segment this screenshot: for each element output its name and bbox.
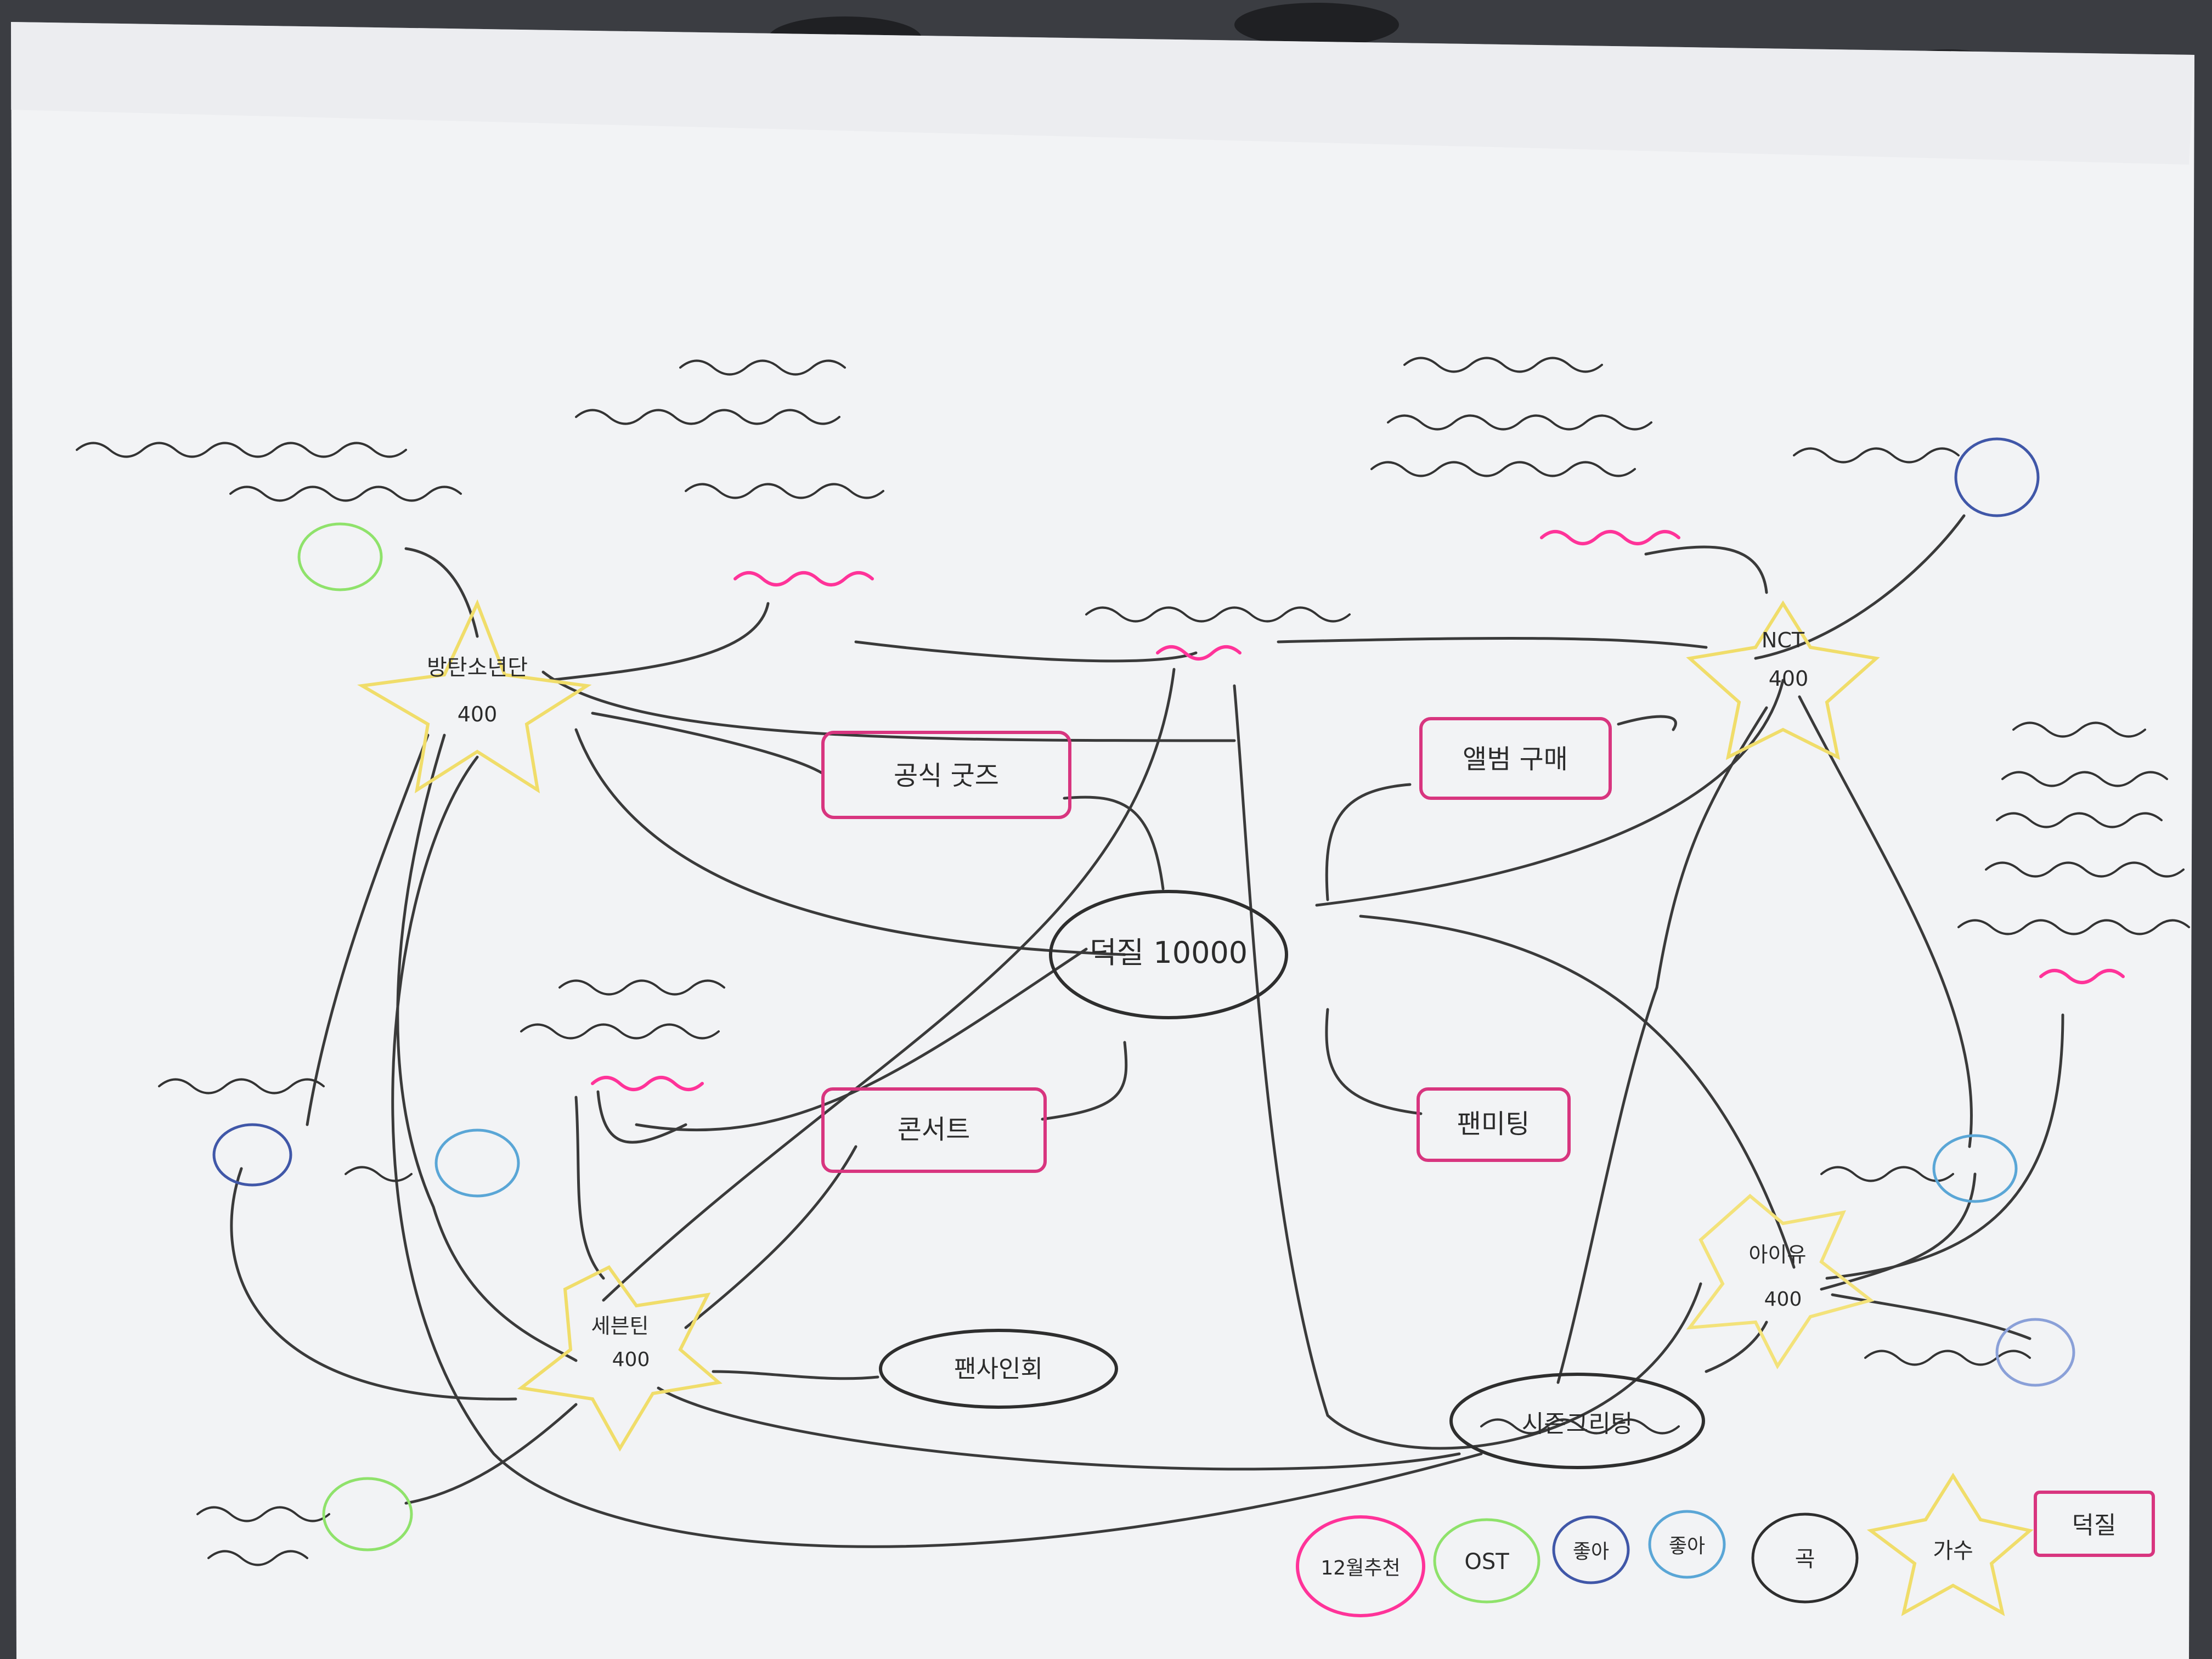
legend-item-singer: 가수 [1866,1472,2034,1616]
star-label-iu: 아이유 [1749,1243,1807,1267]
star-node-seventeen: 세븐틴 400 [517,1265,723,1452]
star-label-seventeen: 세븐틴 [591,1314,649,1338]
legend-label-like-light: 좋아 [1669,1535,1705,1558]
legend-item-deokjil: 덕질 [2034,1491,2155,1557]
legend-label-deokjil: 덕질 [2072,1511,2117,1539]
center-node: 덕질 10000 [1049,890,1288,1019]
legend-item-song: 곡 [1751,1513,1859,1604]
legend-label-like-dark: 좋아 [1573,1541,1609,1563]
legend: 덕질 가수 곡 좋아 좋아 OST 12월추천 [1296,1472,2155,1617]
box-node-concert-label: 콘서트 [898,1114,970,1145]
box-node-album-label: 앨범 구매 [1463,744,1568,775]
circle-tags [212,437,2075,1551]
box-node-concert: 콘서트 [821,1087,1047,1173]
box-node-fanmeeting: 팬미팅 [1417,1087,1571,1162]
legend-item-ost: OST [1433,1518,1541,1604]
connector-lines [230,514,2064,1548]
star-value-iu: 400 [1764,1288,1802,1311]
star-node-bts: 방탄소년단 400 [357,599,592,794]
oval-node-fansign: 팬사인회 [879,1329,1118,1409]
star-label-nct: NCT [1762,628,1805,652]
paper-sheet [11,22,2194,1659]
star-node-iu: 아이유 400 [1686,1194,1875,1369]
legend-item-like-light: 좋아 [1648,1510,1726,1579]
legend-item-like-dark: 좋아 [1552,1515,1630,1584]
handwritten-scribbles [76,357,2190,1566]
star-value-bts: 400 [458,702,498,726]
box-node-fanmeeting-label: 팬미팅 [1457,1109,1530,1139]
oval-node-fansign-label: 팬사인회 [954,1355,1043,1383]
center-node-label: 덕질 10000 [1090,935,1248,970]
legend-label-song: 곡 [1795,1547,1815,1572]
box-node-goods-label: 공식 굿즈 [894,760,999,791]
star-value-seventeen: 400 [612,1348,650,1371]
legend-item-recommend: 12월추천 [1296,1515,1425,1617]
box-node-goods: 공식 굿즈 [821,731,1071,819]
legend-label-recommend: 12월추천 [1321,1557,1400,1579]
pink-recommend-marks [591,530,2125,1091]
legend-label-ost: OST [1464,1549,1509,1575]
legend-label-singer: 가수 [1933,1538,1973,1564]
star-node-nct: NCT 400 [1686,600,1880,760]
box-node-album: 앨범 구매 [1419,717,1612,800]
star-label-bts: 방탄소년단 [427,655,528,680]
star-value-nct: 400 [1769,667,1809,691]
